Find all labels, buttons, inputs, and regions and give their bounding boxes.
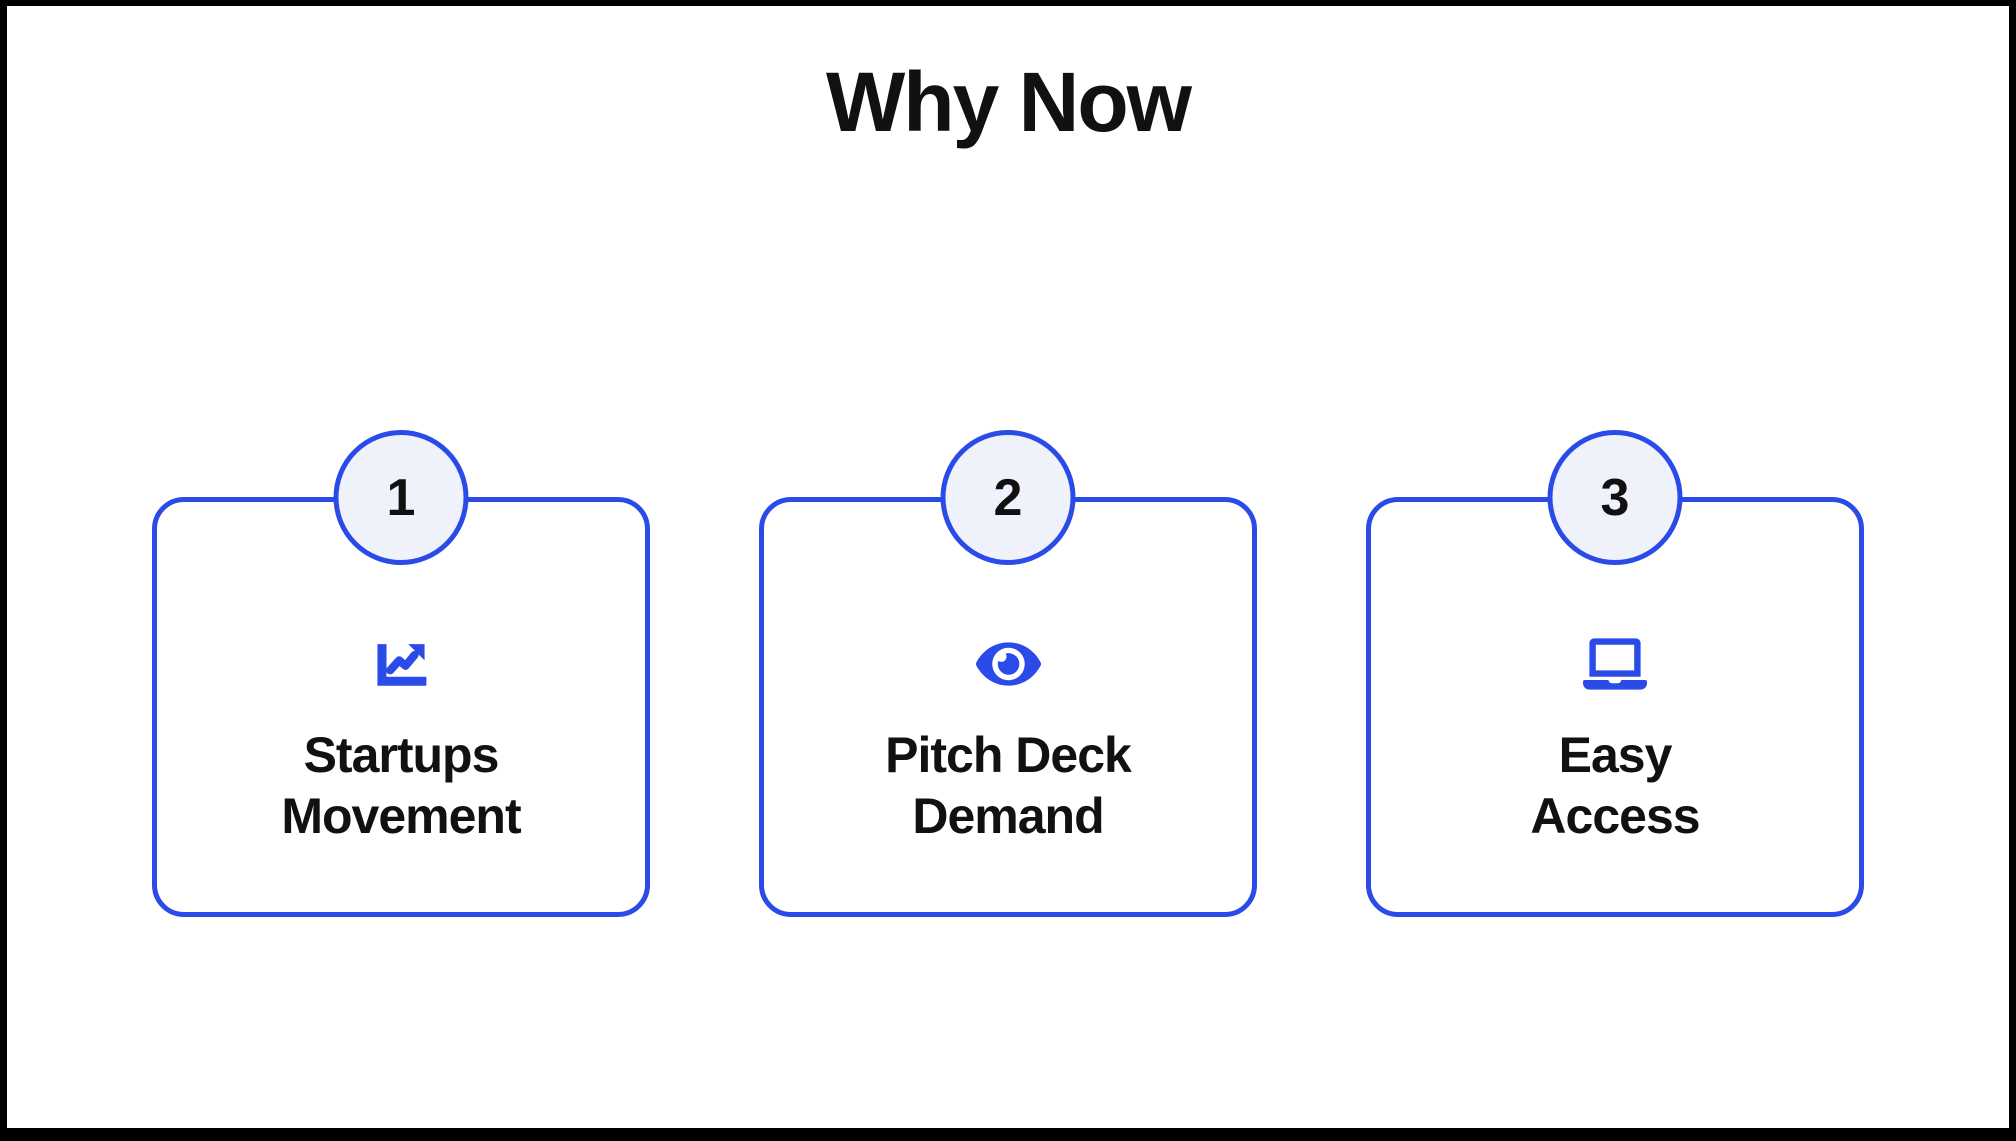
step-number-badge: 1 <box>333 430 469 566</box>
step-number: 2 <box>993 468 1023 527</box>
card-label: Easy Access <box>1530 727 1700 845</box>
card-easy-access: 3 Easy Access <box>1366 430 1864 918</box>
cards-row: 1 Startups Movement 2 <box>7 430 2009 918</box>
page-title: Why Now <box>826 55 1192 149</box>
card-body: Easy Access <box>1366 497 1864 918</box>
card-label: Pitch Deck Demand <box>885 727 1132 845</box>
step-number-badge: 3 <box>1547 430 1683 566</box>
eye-icon <box>975 635 1041 693</box>
card-body: Pitch Deck Demand <box>759 497 1257 918</box>
card-startups-movement: 1 Startups Movement <box>152 430 650 918</box>
step-number: 3 <box>1600 468 1630 527</box>
trend-chart-icon <box>371 635 431 693</box>
step-number-badge: 2 <box>940 430 1076 566</box>
laptop-icon <box>1583 635 1647 693</box>
step-number: 1 <box>386 468 416 527</box>
card-label: Startups Movement <box>281 727 521 845</box>
card-body: Startups Movement <box>152 497 650 918</box>
card-pitch-deck-demand: 2 Pitch Deck Demand <box>759 430 1257 918</box>
